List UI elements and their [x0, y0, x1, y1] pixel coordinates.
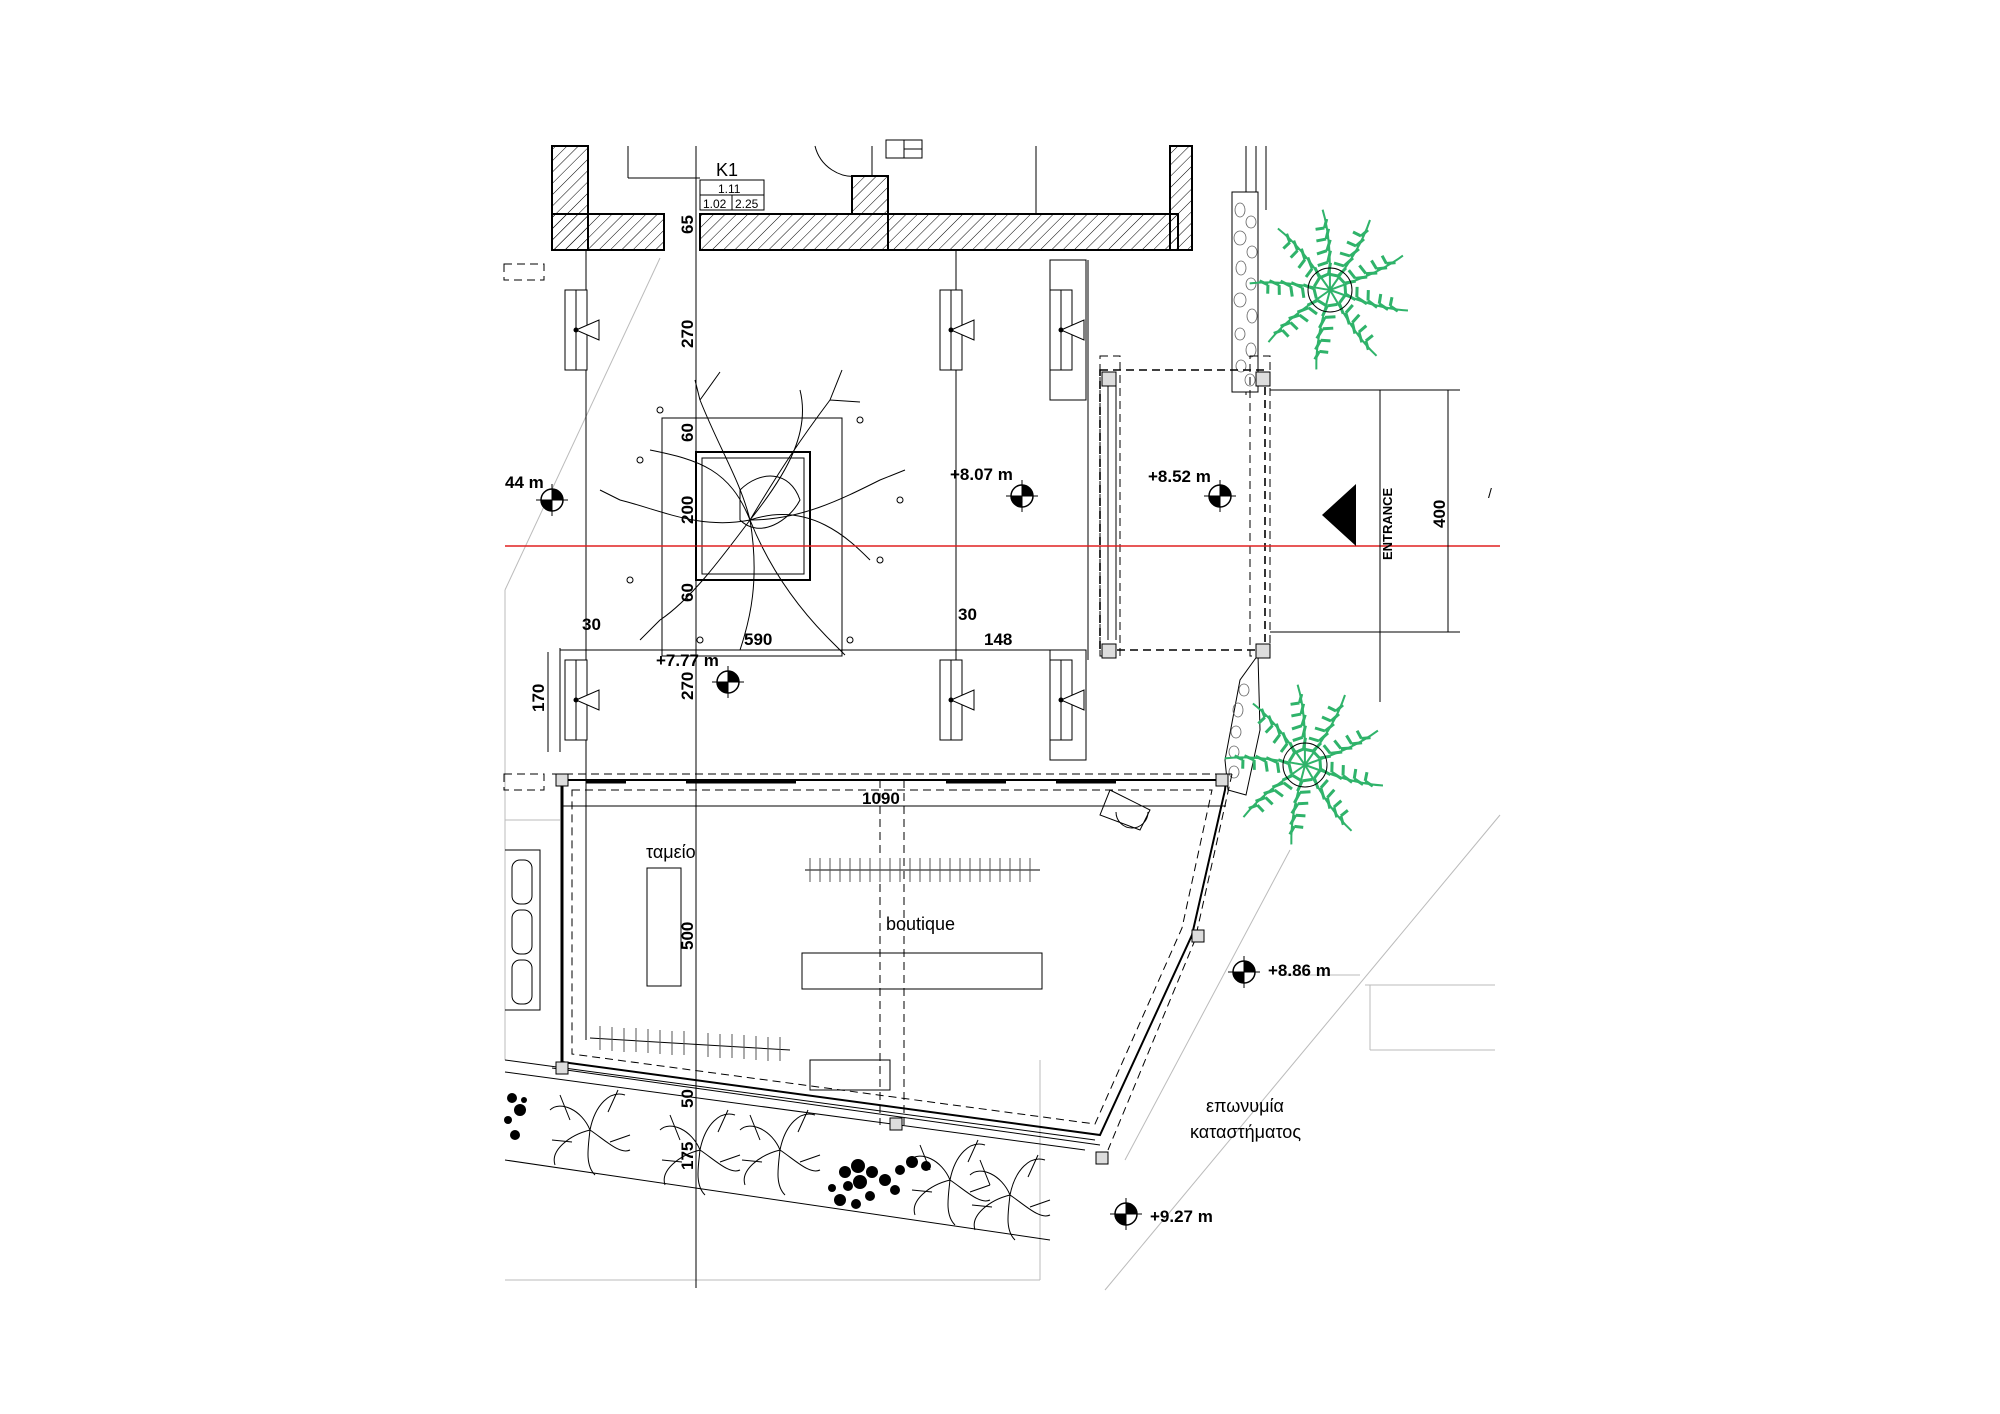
dim-170: 170: [529, 684, 548, 712]
shelving-bays: [564, 259, 1087, 761]
level-777: +7.77 m: [656, 651, 719, 670]
dim-270-bottom: 270: [678, 672, 697, 700]
tree-icon: [599, 369, 906, 656]
planting-strip: [504, 1089, 1051, 1281]
dim-200: 200: [678, 496, 697, 524]
cashier-label: ταμείο: [646, 842, 696, 862]
door-tag-row2-left: 1.02: [703, 197, 727, 211]
dim-590: 590: [744, 630, 772, 649]
door-tag-row2-right: 2.25: [735, 197, 759, 211]
level-markers: 44 m +8.07 m +8.52 m +7.77 m +8.86 m +9.…: [505, 465, 1331, 1231]
dim-175: 175: [678, 1142, 697, 1170]
dim-30-left: 30: [582, 615, 601, 634]
level-marker-icon: [1227, 955, 1261, 989]
signage-label-line2: καταστήματος: [1190, 1122, 1301, 1142]
entrance-label: ENTRANCE: [1380, 487, 1395, 560]
door-tag-row1: 1.11: [718, 182, 741, 196]
pergola-outline: [503, 263, 1271, 791]
signage-label-line1: επωνυμία: [1206, 1096, 1284, 1116]
dim-270-top: 270: [678, 320, 697, 348]
dim-500: 500: [678, 922, 697, 950]
furniture: [505, 849, 1043, 1091]
shop-outline: [504, 773, 1233, 1165]
dim-65: 65: [678, 215, 697, 234]
construction-lines: [504, 257, 1501, 1291]
level-886: +8.86 m: [1268, 961, 1331, 980]
existing-building-walls: [551, 145, 1193, 251]
level-marker-icon: [1005, 479, 1039, 513]
door-tag-k1: K1 1.11 1.02 2.25: [699, 160, 765, 211]
dim-400: 400: [1430, 500, 1449, 528]
entrance-arrow-icon: [1322, 484, 1356, 546]
dimension-lines: [547, 252, 1460, 1288]
level-marker-icon: [711, 665, 745, 699]
level-marker-icon: [1109, 1197, 1143, 1231]
level-807: +8.07 m: [950, 465, 1013, 484]
dim-30-right: 30: [958, 605, 977, 624]
stone-wall: [1224, 146, 1267, 796]
dim-148: 148: [984, 630, 1012, 649]
level-927: +9.27 m: [1150, 1207, 1213, 1226]
door-tag-partial: [885, 139, 923, 159]
dim-60-bottom: 60: [678, 583, 697, 602]
level-852: +8.52 m: [1148, 467, 1211, 486]
entrance-marker: ENTRANCE /: [1322, 484, 1492, 560]
cropped-level-mark: /: [1488, 485, 1492, 501]
dim-50: 50: [678, 1089, 697, 1108]
door-tag-name: K1: [716, 160, 738, 180]
dimension-labels: 65 270 60 200 60 270 30 590 30 148 170 4…: [529, 215, 1449, 1170]
dim-1090: 1090: [862, 789, 900, 808]
boutique-label: boutique: [886, 914, 955, 934]
level-left: 44 m: [505, 473, 544, 492]
dim-60-top: 60: [678, 423, 697, 442]
